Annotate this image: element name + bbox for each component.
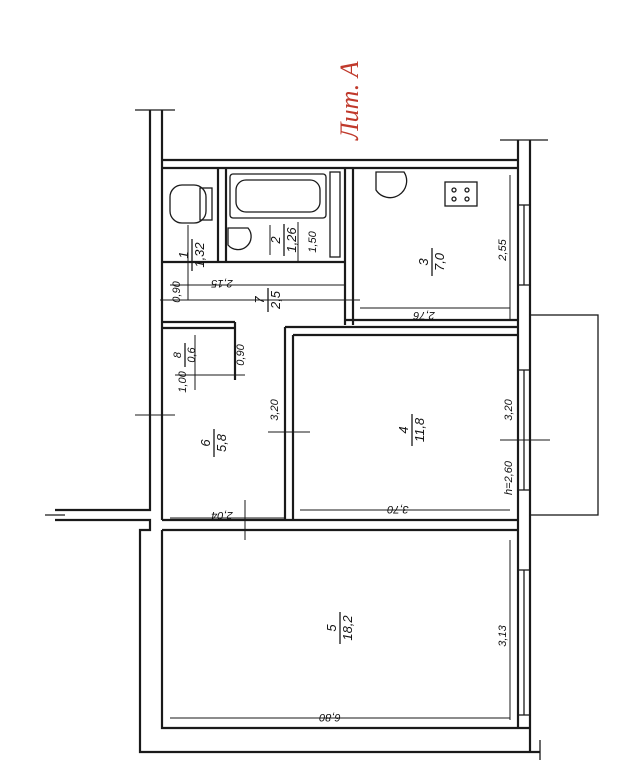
windows (517, 204, 531, 716)
dimension-labels: 0,90 1,50 2,15 2,55 2,76 0,90 1,00 3,20 … (171, 230, 515, 723)
room-6-number: 6 (198, 439, 213, 447)
room-7: 7 2,5 (252, 288, 283, 312)
room-8-number: 8 (172, 351, 184, 358)
dim-370: 3,70 (386, 503, 408, 515)
dim-215: 2,15 (210, 277, 233, 289)
room-4-area: 11,8 (412, 417, 427, 442)
balcony (529, 314, 599, 516)
dim-204: 2,04 (211, 509, 233, 521)
room-3-number: 3 (416, 258, 431, 266)
room-5-number: 5 (324, 624, 339, 632)
room-8: 8 0,6 (172, 343, 198, 367)
sheet-label: Лит. А (335, 61, 364, 141)
ceiling-height: h=2,60 (503, 460, 515, 495)
room-7-area: 2,5 (268, 290, 283, 310)
room-3: 3 7,0 (416, 248, 447, 276)
dim-090-mid: 0,90 (235, 343, 247, 365)
room-3-area: 7,0 (432, 252, 447, 271)
room-2: 2 1,26 (268, 224, 299, 256)
stove (444, 181, 478, 207)
room-6-area: 5,8 (214, 433, 229, 452)
room-8-area: 0,6 (186, 346, 198, 362)
dim-150: 1,50 (307, 230, 319, 252)
room-2-area: 1,26 (284, 227, 299, 253)
room-5: 5 18,2 (324, 612, 355, 644)
dim-320-right: 3,20 (503, 398, 515, 420)
bathtub (229, 173, 327, 219)
room-2-number: 2 (268, 236, 283, 245)
dim-313: 3,13 (497, 624, 509, 646)
dim-276: 2,76 (412, 309, 435, 321)
dim-255: 2,55 (497, 238, 509, 261)
washbasin (227, 227, 252, 251)
toilet (169, 184, 207, 224)
kitchen-sink (375, 171, 408, 199)
dim-320-left: 3,20 (269, 398, 281, 420)
fixtures (169, 171, 478, 258)
room-7-number: 7 (252, 296, 267, 304)
outer-walls (45, 109, 548, 760)
room-labels: 1 1,32 2 1,26 3 7,0 4 11,8 5 18,2 6 5,8 (172, 224, 447, 644)
room-1-number: 1 (176, 251, 191, 258)
dim-090-bath: 0,90 (171, 280, 183, 302)
room-1: 1 1,32 (176, 239, 207, 271)
dim-680: 6,80 (318, 711, 340, 723)
dim-100: 1,00 (177, 370, 189, 392)
room-4-number: 4 (396, 426, 411, 433)
dimension-lines (135, 175, 550, 720)
room-6: 6 5,8 (198, 429, 229, 457)
room-5-area: 18,2 (340, 615, 355, 641)
room-4: 4 11,8 (396, 414, 427, 446)
room-1-area: 1,32 (192, 242, 207, 268)
interior-walls (162, 158, 518, 532)
